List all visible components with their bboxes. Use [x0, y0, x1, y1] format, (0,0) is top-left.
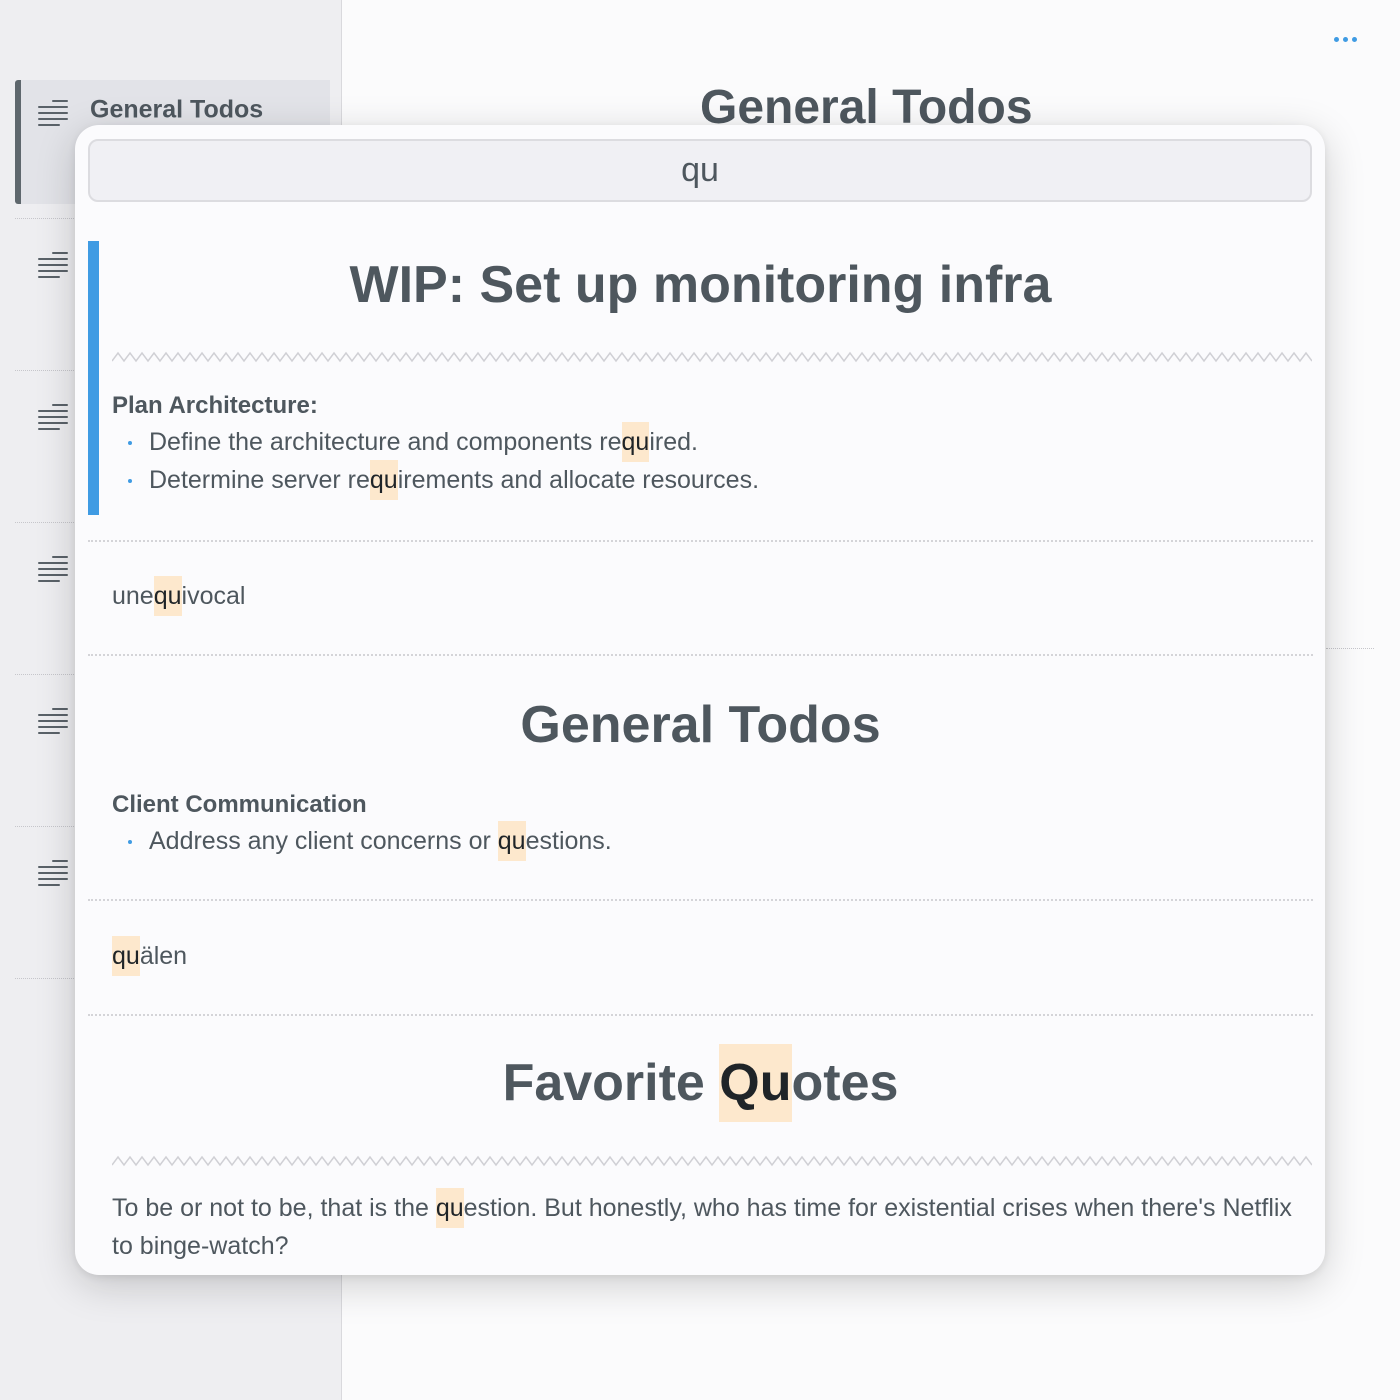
- bullet-dot-icon: [128, 440, 132, 445]
- match-highlight: qu: [621, 422, 650, 462]
- result-text: quälen: [112, 936, 187, 976]
- result-divider: [88, 899, 1313, 901]
- result-text: unequivocal: [112, 576, 245, 616]
- bullet-dot-icon: [128, 478, 132, 483]
- text-lines-icon: [38, 556, 68, 582]
- result-bullet: Define the architecture and components r…: [128, 422, 698, 462]
- search-result[interactable]: WIP: Set up monitoring infra Plan Archit…: [88, 241, 1313, 515]
- result-heading: Client Communication: [112, 791, 367, 818]
- result-paragraph: To be or not to be, that is the question…: [112, 1188, 1302, 1265]
- zigzag-divider: [112, 1155, 1312, 1167]
- result-title: General Todos: [520, 696, 881, 754]
- result-title: WIP: Set up monitoring infra: [349, 256, 1052, 314]
- text-lines-icon: [38, 252, 68, 278]
- more-dots-icon: [1334, 37, 1339, 42]
- text-lines-icon: [38, 708, 68, 734]
- search-result[interactable]: unequivocal: [88, 545, 1313, 653]
- text-lines-icon: [38, 404, 68, 430]
- text-lines-icon: [38, 100, 68, 126]
- match-highlight: Qu: [719, 1044, 792, 1122]
- text-lines-icon: [38, 860, 68, 886]
- result-title: Favorite Quotes: [88, 1044, 1313, 1122]
- search-panel: WIP: Set up monitoring infra Plan Archit…: [75, 125, 1325, 1275]
- search-result[interactable]: Favorite Quotes To be or not to be, that…: [88, 1019, 1313, 1275]
- bullet-dot-icon: [128, 839, 132, 844]
- zigzag-divider: [112, 351, 1312, 363]
- search-result[interactable]: quälen: [88, 904, 1313, 1012]
- editor-divider: [1326, 648, 1374, 649]
- search-result[interactable]: General Todos Client Communication Addre…: [88, 659, 1313, 897]
- sidebar-note-title: General Todos: [90, 95, 264, 124]
- match-highlight: qu: [369, 460, 398, 500]
- result-divider: [88, 540, 1313, 542]
- result-bullet: Address any client concerns or questions…: [128, 821, 612, 861]
- match-highlight: qu: [435, 1188, 464, 1228]
- selection-indicator: [88, 241, 99, 515]
- match-highlight: qu: [497, 821, 526, 861]
- search-input[interactable]: [88, 139, 1312, 202]
- result-heading: Plan Architecture:: [112, 392, 318, 419]
- result-divider: [88, 654, 1313, 656]
- result-divider: [88, 1014, 1313, 1016]
- result-bullet: Determine server requirements and alloca…: [128, 460, 759, 500]
- more-options-button[interactable]: [1330, 30, 1364, 50]
- match-highlight: qu: [153, 576, 182, 616]
- match-highlight: qu: [112, 936, 140, 976]
